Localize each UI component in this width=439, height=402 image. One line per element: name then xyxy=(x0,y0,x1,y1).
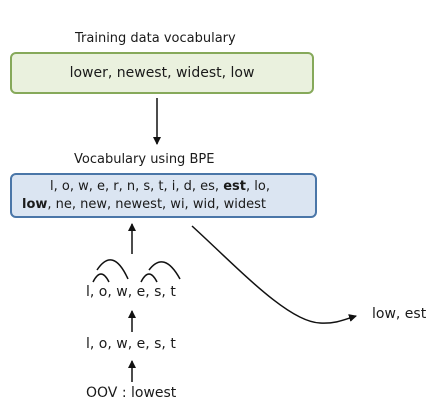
bpe-vocabulary-title: Vocabulary using BPE xyxy=(74,152,215,167)
arrow-bpe-to-result xyxy=(191,225,357,324)
training-vocabulary-title: Training data vocabulary xyxy=(75,31,236,46)
training-vocabulary-words: lower, newest, widest, low xyxy=(69,65,255,81)
merge-arc-l-o xyxy=(92,273,110,283)
bpe-vocabulary-line-1: l, o, w, e, r, n, s, t, i, d, es, est, l… xyxy=(50,178,315,196)
split-tokens-text: l, o, w, e, s, t xyxy=(86,336,176,352)
result-tokens-text: low, est xyxy=(372,306,427,322)
merge-arc-lo-w xyxy=(96,259,129,280)
bpe-vocabulary-box: l, o, w, e, r, n, s, t, i, d, es, est, l… xyxy=(10,173,317,218)
bpe-tokens-part-2: , ne, new, newest, wi, wid, widest xyxy=(47,197,266,212)
merge-arc-es-t xyxy=(148,261,181,280)
oov-word-text: OOV : lowest xyxy=(86,385,177,401)
bpe-tokens-part: l, o, w, e, r, n, s, t, i, d, es, xyxy=(50,179,224,194)
merge-arc-e-s xyxy=(140,273,158,283)
bpe-token-est: est xyxy=(223,179,246,194)
bpe-vocabulary-line-2: low, ne, new, newest, wi, wid, widest xyxy=(22,196,315,214)
bpe-tokens-part-rest: , lo, xyxy=(245,179,270,194)
bpe-token-low: low xyxy=(22,197,48,212)
training-vocabulary-box: lower, newest, widest, low xyxy=(10,52,314,94)
merged-tokens-text: l, o, w, e, s, t xyxy=(86,284,176,300)
